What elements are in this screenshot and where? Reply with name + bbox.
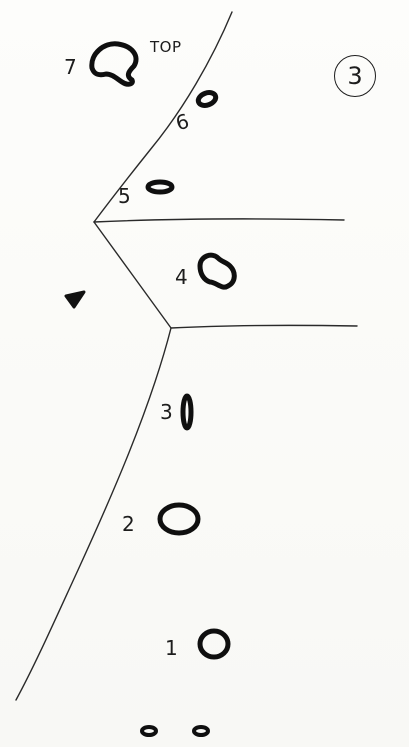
hold-4-number: 4 bbox=[175, 267, 188, 287]
route-number-badge: 3 bbox=[334, 55, 376, 97]
hold-5-oval bbox=[148, 182, 172, 192]
hold-3-crimp bbox=[183, 396, 191, 428]
hold-3-number: 3 bbox=[160, 402, 173, 422]
hold-4-sloper bbox=[200, 255, 234, 287]
hold-5-number: 5 bbox=[118, 186, 131, 206]
start-foot-right bbox=[194, 727, 208, 735]
hold-1-jug bbox=[200, 631, 228, 657]
ledge-line-upper bbox=[94, 219, 344, 222]
hold-2-jug bbox=[160, 505, 198, 533]
hold-2-number: 2 bbox=[122, 514, 135, 534]
detached-hold-triangle bbox=[66, 292, 84, 307]
hold-1-number: 1 bbox=[165, 638, 178, 658]
lower-arete-line bbox=[16, 328, 171, 700]
top-label: TOP bbox=[150, 40, 182, 55]
slab-line bbox=[94, 222, 171, 328]
ledge-line-lower bbox=[171, 325, 357, 328]
hold-7-number: 7 bbox=[64, 57, 77, 77]
start-foot-left bbox=[142, 727, 156, 735]
hold-6-oval bbox=[196, 90, 217, 107]
hold-7-pinch bbox=[92, 44, 136, 84]
